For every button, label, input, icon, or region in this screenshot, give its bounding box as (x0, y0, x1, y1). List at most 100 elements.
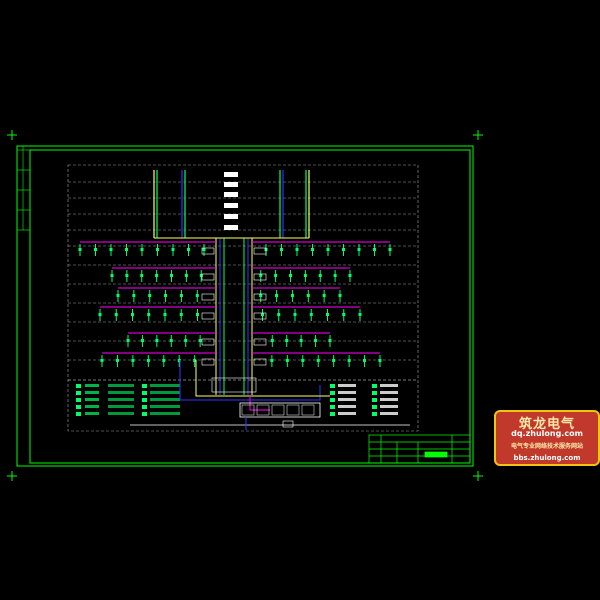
switchgear-row (239, 402, 321, 418)
feeder-breaker (116, 294, 120, 297)
feeder-breaker (155, 339, 159, 342)
legend-text-bar (150, 391, 180, 394)
title-block (368, 434, 471, 464)
legend-symbol (142, 398, 147, 402)
feeder-breaker (332, 359, 336, 362)
feeder-breaker (109, 248, 113, 251)
switchgear-cell (301, 404, 315, 416)
transformer-box (282, 420, 294, 428)
legend-text-bar (108, 412, 134, 415)
legend-text-bar (85, 391, 99, 394)
zhulong-watermark: 筑龙电气 dq.zhulong.com 电气专业网络技术服务网站 bbs.zhu… (494, 410, 600, 466)
feeder-breaker (342, 248, 345, 251)
feeder-breaker (198, 339, 202, 342)
main-cabinet (211, 377, 257, 393)
floor-tag (224, 182, 238, 187)
legend-text-bar (150, 412, 180, 415)
legend-symbol (142, 412, 147, 416)
feeder-breaker (199, 274, 203, 277)
panel-box-right (253, 273, 267, 281)
feeder-breaker (285, 359, 289, 362)
feeder-rows (78, 241, 392, 367)
feeder-breaker (196, 313, 199, 316)
feeder-breaker (357, 248, 361, 251)
feeder-breaker (125, 248, 128, 251)
feeder-breaker (373, 248, 376, 251)
feeder-breaker (259, 274, 263, 277)
feeder-breaker (146, 359, 150, 362)
riser-cables (153, 170, 310, 395)
floor-tag (224, 225, 238, 230)
feeder-breaker (195, 294, 199, 297)
feeder-breaker (162, 359, 166, 362)
feeder-breaker (293, 313, 297, 316)
panel-box-left (201, 338, 215, 346)
feeder-breaker (164, 294, 168, 297)
feeder-breaker (358, 313, 362, 316)
legend-text-bar (85, 412, 99, 415)
feeder-breaker (147, 313, 151, 316)
feeder-breaker (126, 339, 130, 342)
feeder-breaker (333, 274, 337, 277)
panel-box-left (201, 247, 215, 255)
legend-symbol (76, 412, 81, 416)
feeder-breaker (311, 248, 314, 251)
legend-text-bar (85, 398, 99, 401)
feeder-breaker (155, 274, 159, 277)
feeder-breaker (132, 294, 136, 297)
legend-text-bar (380, 412, 398, 415)
legend-area (68, 379, 418, 426)
feeder-breaker (131, 359, 135, 362)
panel-box-left (201, 273, 215, 281)
panel-box-right (253, 293, 267, 301)
main-distribution-equipment (179, 360, 330, 430)
floor-tag (224, 203, 238, 208)
feeder-breaker (277, 313, 281, 316)
legend-text-bar (380, 405, 398, 408)
watermark-title: 筑龙电气 (518, 417, 575, 432)
feeder-breaker (259, 294, 263, 297)
switchgear-cell (271, 404, 285, 416)
feeder-breaker (285, 339, 289, 342)
panel-box-right (253, 247, 267, 255)
feeder-breaker (179, 294, 183, 297)
crop-marks (7, 130, 483, 481)
legend-symbol (372, 384, 377, 388)
feeder-breaker (295, 248, 299, 251)
legend-text-bar (338, 384, 356, 387)
feeder-breaker (125, 274, 129, 277)
watermark-slogan: 电气专业网络技术服务网站 (510, 443, 583, 450)
feeder-breaker (156, 248, 159, 251)
legend-text-bar (380, 398, 398, 401)
legend-symbol (76, 398, 81, 402)
floor-tag (224, 214, 238, 219)
feeder-breaker (140, 339, 144, 342)
feeder-breaker (100, 359, 104, 362)
watermark-domain: dq.zhulong.com (511, 429, 583, 438)
feeder-breaker (140, 274, 144, 277)
legend-symbol (142, 405, 147, 409)
feeder-breaker (378, 359, 382, 362)
feeder-breaker (270, 359, 274, 362)
legend-text-bar (338, 391, 356, 394)
inner-frame (29, 149, 471, 464)
panel-box-right (253, 338, 267, 346)
feeder-breaker (303, 274, 307, 277)
panel-box-left (201, 293, 215, 301)
legend-symbol (372, 391, 377, 395)
panel-box-right (253, 312, 267, 320)
feeder-breaker (115, 359, 119, 362)
legend-text-bar (108, 405, 134, 408)
feeder-breaker (342, 313, 346, 316)
legend-text-bar (108, 384, 134, 387)
feeder-breaker (299, 339, 303, 342)
legend-symbol (142, 384, 147, 388)
floor-tag (224, 192, 238, 197)
feeder-breaker (314, 339, 318, 342)
legend-text-bar (108, 391, 134, 394)
switchgear-cell (241, 404, 255, 416)
feeder-breaker (131, 313, 134, 316)
legend-symbol (330, 405, 335, 409)
panel-box-right (253, 358, 267, 366)
